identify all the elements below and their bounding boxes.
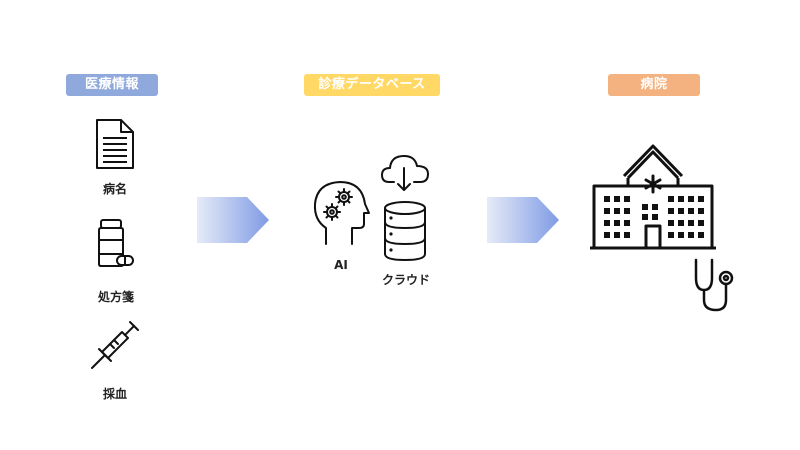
ai-label: AI [334,258,348,272]
header-database: 診療データベース [304,74,440,96]
stethoscope-icon [694,258,734,312]
ai-brain-head-icon [313,181,370,245]
flow-arrow-1 [197,197,269,243]
prescription-label: 処方箋 [97,290,134,304]
document-icon [96,119,134,169]
hospital-building-icon [590,144,716,250]
header-medical-info: 医療情報 [66,74,158,96]
cloud-label: クラウド [381,273,430,287]
header-hospital: 病院 [608,74,700,96]
syringe-icon [91,321,139,369]
disease-name-label: 病名 [102,182,127,196]
cloud-download-icon [381,155,429,191]
database-icon [384,201,426,262]
blood-sampling-label: 採血 [102,387,127,401]
medicine-bottle-icon [98,219,134,267]
flow-arrow-2 [487,197,559,243]
